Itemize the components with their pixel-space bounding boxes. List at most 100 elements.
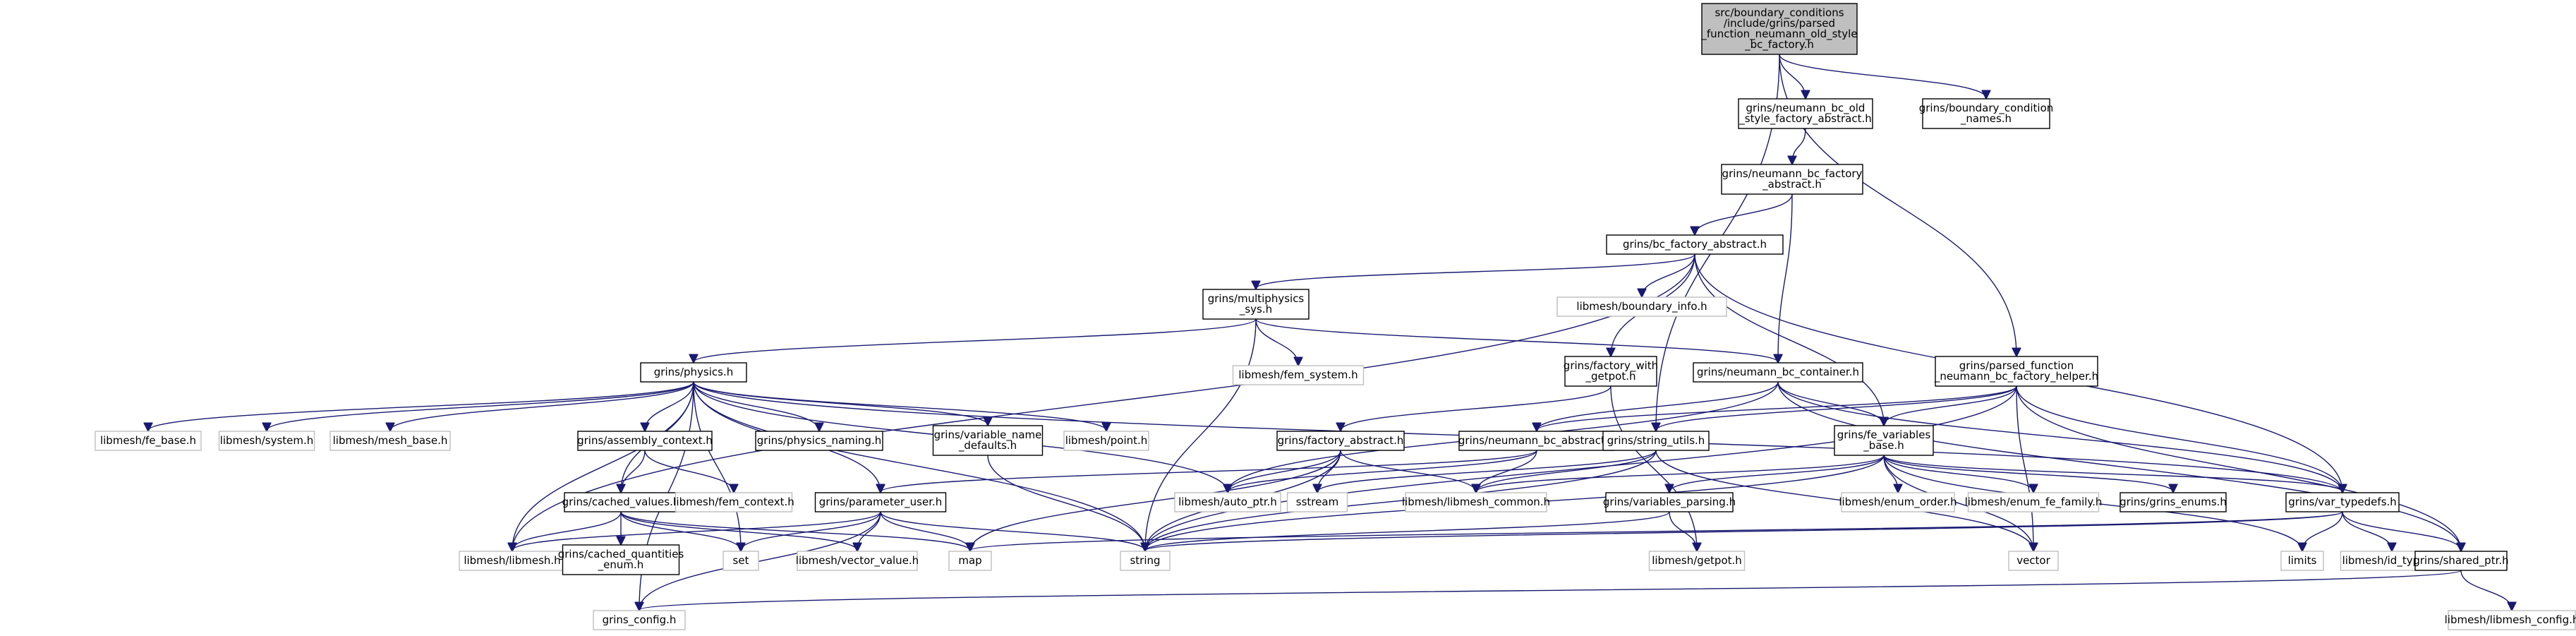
node-box[interactable] [564,492,678,512]
node-factabs[interactable]: grins/factory_abstract.h [1276,431,1405,451]
node-box[interactable] [1841,492,1955,512]
node-box[interactable] [1276,431,1405,451]
node-box[interactable] [459,551,566,571]
node-lmcommon[interactable]: libmesh/libmesh_common.h [1402,492,1550,512]
node-autoptr[interactable]: libmesh/auto_ptr.h [1174,492,1281,512]
node-febase[interactable]: libmesh/fe_base.h [95,431,202,451]
node-box[interactable] [755,431,883,451]
node-box[interactable] [675,492,793,512]
node-set[interactable]: set [722,551,759,571]
node-getpot[interactable]: libmesh/getpot.h [1648,551,1746,571]
node-box[interactable] [1693,362,1863,383]
node-box[interactable] [1202,289,1310,320]
node-box[interactable] [1648,551,1746,571]
node-femsys[interactable]: libmesh/fem_system.h [1232,365,1365,385]
node-box[interactable] [2120,492,2227,512]
node-box[interactable] [1556,296,1727,317]
node-box[interactable] [1701,3,1858,55]
node-multi[interactable]: grins/multiphysics_sys.h [1202,289,1310,320]
node-box[interactable] [1606,234,1784,255]
node-string[interactable]: string [1120,551,1171,571]
edge-paramuser-to-set [741,511,881,551]
node-cached[interactable]: grins/cached_values.h [562,492,680,512]
node-box[interactable] [1405,492,1547,512]
node-box[interactable] [1721,164,1863,195]
node-vector[interactable]: vector [2008,551,2059,571]
node-fwg[interactable]: grins/factory_with_getpot.h [1564,356,1658,387]
node-bcnames[interactable]: grins/boundary_condition_names.h [1919,98,2054,129]
node-asmctx[interactable]: grins/assembly_context.h [577,431,713,451]
node-nbcc[interactable]: grins/neumann_bc_container.h [1693,362,1863,383]
node-nbcabs[interactable]: grins/neumann_bc_abstract.h [1458,431,1615,451]
node-box[interactable] [1922,98,2050,129]
edge-vartypedefs-to-string [1145,511,2343,551]
node-pfh[interactable]: grins/parsed_function_neumann_bc_factory… [1934,356,2098,387]
node-box[interactable] [218,431,315,451]
node-box[interactable] [577,431,713,451]
node-box[interactable] [1602,431,1710,451]
node-box[interactable] [1935,356,2098,387]
node-enumorder[interactable]: libmesh/enum_order.h [1839,492,1957,512]
node-physnaming[interactable]: grins/physics_naming.h [755,431,883,451]
edge-cached-to-map [620,511,970,551]
node-point[interactable]: libmesh/point.h [1063,431,1149,451]
node-fevars[interactable]: grins/fe_variables_base.h [1834,425,1934,456]
node-nbc_old[interactable]: grins/neumann_bc_old_style_factory_abstr… [1738,98,1873,129]
node-box[interactable] [1232,365,1365,385]
node-libmesh[interactable]: libmesh/libmesh.h [459,551,566,571]
node-root[interactable]: src/boundary_conditions/include/grins/pa… [1700,3,1858,55]
node-label: _defaults.h [958,439,1017,452]
node-box[interactable] [2448,610,2576,630]
node-box[interactable] [1063,431,1149,451]
edge-multi-to-femsys [1255,318,1298,365]
node-grinsconfig[interactable]: grins_config.h [593,610,686,630]
node-enumfefam[interactable]: libmesh/enum_fe_family.h [1965,492,2103,512]
node-physics[interactable]: grins/physics.h [640,362,747,383]
node-box[interactable] [2008,551,2059,571]
node-box[interactable] [948,551,992,571]
node-box[interactable] [932,425,1044,456]
node-map[interactable]: map [948,551,992,571]
node-box[interactable] [640,362,747,383]
node-box[interactable] [1458,431,1615,451]
node-strutils[interactable]: grins/string_utils.h [1602,431,1710,451]
node-paramuser[interactable]: grins/parameter_user.h [814,492,947,512]
node-varnames[interactable]: grins/variable_name_defaults.h [932,425,1044,456]
edge-nbcabs-to-paramuser [881,450,1537,492]
node-box[interactable] [2280,551,2324,571]
node-box[interactable] [95,431,202,451]
node-box[interactable] [593,610,686,630]
node-box[interactable] [797,551,918,571]
node-box[interactable] [814,492,947,512]
node-box[interactable] [1605,492,1734,512]
edge-factabs-to-lmcommon [1340,450,1476,492]
node-box[interactable] [1738,98,1873,129]
node-box[interactable] [562,544,680,575]
node-box[interactable] [2285,492,2400,512]
node-box[interactable] [329,431,451,451]
node-cqenum[interactable]: grins/cached_quantities_enum.h [558,544,684,575]
node-varparse[interactable]: grins/variables_parsing.h [1603,492,1736,512]
node-meshbase[interactable]: libmesh/mesh_base.h [329,431,451,451]
node-box[interactable] [1564,356,1657,387]
node-grinsenums[interactable]: grins/grins_enums.h [2120,492,2227,512]
node-box[interactable] [1120,551,1171,571]
node-box[interactable] [1286,492,1348,512]
node-bcfa[interactable]: grins/bc_factory_abstract.h [1606,234,1784,255]
node-lmconfig[interactable]: libmesh/libmesh_config.h [2445,610,2576,630]
node-vecval[interactable]: libmesh/vector_value.h [796,551,919,571]
node-box[interactable] [1174,492,1281,512]
node-sstream[interactable]: sstream [1286,492,1348,512]
node-nbc_fact[interactable]: grins/neumann_bc_factory_abstract.h [1721,164,1863,195]
node-system[interactable]: libmesh/system.h [218,431,315,451]
node-label: _neumann_bc_factory_helper.h [1934,370,2098,383]
node-box[interactable] [2414,551,2508,571]
node-vartypedefs[interactable]: grins/var_typedefs.h [2285,492,2400,512]
node-femctx[interactable]: libmesh/fem_context.h [673,492,794,512]
node-limits[interactable]: limits [2280,551,2324,571]
node-sharedptr[interactable]: grins/shared_ptr.h [2413,551,2509,571]
node-box[interactable] [1967,492,2100,512]
node-box[interactable] [722,551,759,571]
node-binfo[interactable]: libmesh/boundary_info.h [1556,296,1727,317]
node-box[interactable] [1834,425,1934,456]
